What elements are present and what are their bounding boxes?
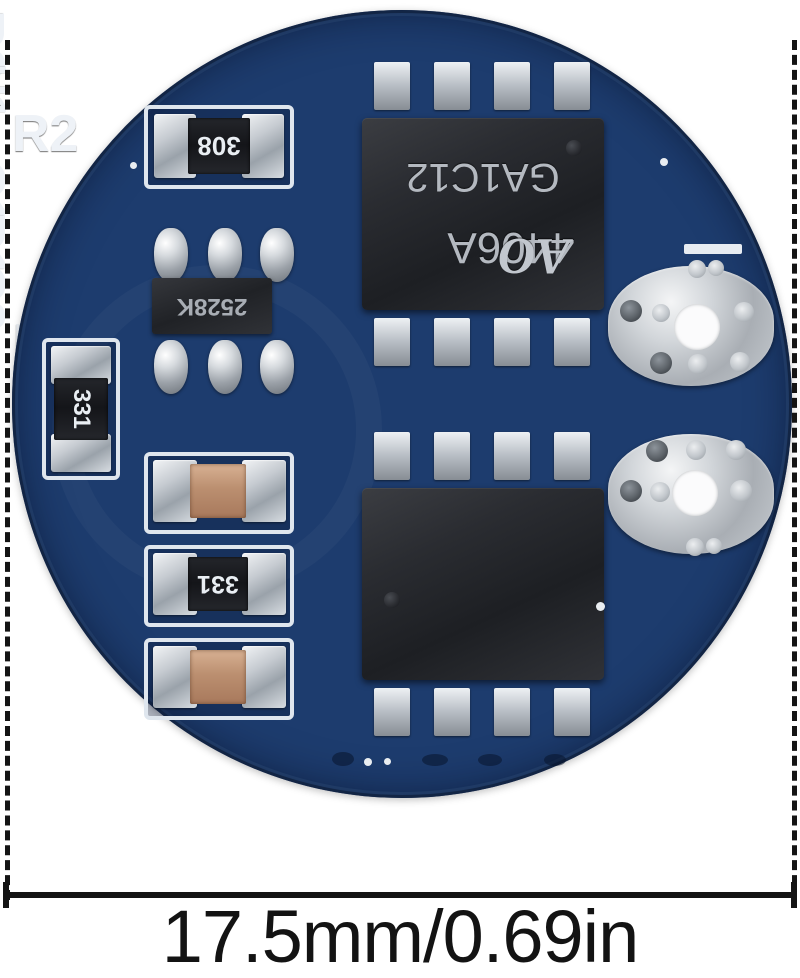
p-plus-via-2 xyxy=(650,482,670,502)
via-bottom-1 xyxy=(364,758,372,766)
q2-lead-top-4 xyxy=(554,432,590,480)
via-near-p-plus xyxy=(596,602,605,611)
dimension-extension-line-left xyxy=(5,40,10,900)
terminal-hole-p-plus xyxy=(672,470,718,516)
q1-lead-bottom-3 xyxy=(494,318,530,366)
solder-joint-u1-top-2 xyxy=(208,228,242,282)
dimension-extension-line-right xyxy=(792,40,797,900)
component-r2-body: 331 xyxy=(54,378,108,440)
p-minus-via-5 xyxy=(688,354,708,374)
via-bottom-2 xyxy=(384,758,391,765)
p-plus-via-7 xyxy=(686,538,704,556)
q1-lead-top-1 xyxy=(374,62,410,110)
p-plus-via-5 xyxy=(686,440,706,460)
p-minus-via-7 xyxy=(688,260,706,278)
terminal-hole-p-minus xyxy=(674,304,720,350)
p-minus-via-6 xyxy=(730,352,750,372)
via-near-p-minus xyxy=(660,158,668,166)
component-q2-body xyxy=(362,488,604,680)
q2-lead-bottom-3 xyxy=(494,688,530,736)
q2-lead-bottom-1 xyxy=(374,688,410,736)
dimension-endcap-right xyxy=(791,882,797,908)
dimension-endcap-left xyxy=(3,882,9,908)
q1-lead-top-2 xyxy=(434,62,470,110)
component-q1-body: GA1C12 4406A AO xyxy=(362,118,604,310)
solder-pad-c1-right xyxy=(242,460,286,522)
q1-lead-bottom-2 xyxy=(434,318,470,366)
solder-joint-u1-bottom-3 xyxy=(260,340,294,394)
q1-pin1-dot xyxy=(566,140,582,156)
solder-joint-u1-top-3 xyxy=(260,228,294,282)
silk-mark-bottom-3 xyxy=(478,754,502,766)
q2-lead-bottom-4 xyxy=(554,688,590,736)
p-minus-via-3 xyxy=(734,302,754,322)
component-q1-logo: AO xyxy=(497,227,570,284)
solder-pad-r2-top xyxy=(51,346,111,384)
q2-lead-top-1 xyxy=(374,432,410,480)
p-minus-via-2 xyxy=(652,304,670,322)
solder-pad-c1-left xyxy=(153,460,197,522)
solder-joint-u1-bottom-2 xyxy=(208,340,242,394)
q1-lead-bottom-4 xyxy=(554,318,590,366)
via-near-r3 xyxy=(130,162,137,169)
p-plus-via-4 xyxy=(646,440,668,462)
q1-lead-bottom-1 xyxy=(374,318,410,366)
component-u1-body: 2528K xyxy=(152,278,272,334)
terminal-pad-p-minus[interactable] xyxy=(608,260,774,386)
q2-pin1-dot xyxy=(384,592,400,608)
solder-joint-u1-bottom-1 xyxy=(154,340,188,394)
silk-mark-bottom-1 xyxy=(332,752,354,766)
component-r3-marking: 308 xyxy=(197,131,241,161)
component-r1-marking: 331 xyxy=(197,570,239,598)
q2-lead-top-3 xyxy=(494,432,530,480)
dimension-line xyxy=(5,892,794,898)
p-plus-via-8 xyxy=(706,538,722,554)
q1-lead-top-4 xyxy=(554,62,590,110)
terminal-pad-p-plus[interactable] xyxy=(608,434,774,556)
silk-mark-bottom-2 xyxy=(422,754,448,766)
solder-pad-r1-right xyxy=(242,553,286,615)
component-q1-line2: GA1C12 xyxy=(406,155,560,199)
p-plus-via-6 xyxy=(726,440,746,460)
solder-pad-c2-left xyxy=(153,646,197,708)
solder-joint-u1-top-1 xyxy=(154,228,188,282)
p-minus-via-1 xyxy=(620,300,642,322)
q1-lead-top-3 xyxy=(494,62,530,110)
silkscreen-ref-r2: R2 xyxy=(12,105,79,163)
q2-lead-bottom-2 xyxy=(434,688,470,736)
solder-pad-r2-bottom xyxy=(51,434,111,472)
pcb-board: 308 R3 2528K U1 R2 331 C1 xyxy=(0,10,792,798)
silk-dash-p-minus xyxy=(684,244,742,254)
silk-mark-bottom-4 xyxy=(544,754,566,766)
p-minus-via-8 xyxy=(708,260,724,276)
component-r2-marking: 331 xyxy=(67,388,95,430)
component-c2-body xyxy=(190,650,246,704)
component-c1-body xyxy=(190,464,246,518)
solder-pad-c2-right xyxy=(242,646,286,708)
p-plus-via-1 xyxy=(620,480,642,502)
component-u1-marking: 2528K xyxy=(176,293,248,320)
component-r3-body: 308 xyxy=(188,118,250,174)
dimension-label: 17.5mm/0.69in xyxy=(161,895,640,978)
q2-lead-top-2 xyxy=(434,432,470,480)
p-plus-via-3 xyxy=(730,480,752,502)
p-minus-via-4 xyxy=(650,352,672,374)
component-r1-body: 331 xyxy=(188,557,248,611)
